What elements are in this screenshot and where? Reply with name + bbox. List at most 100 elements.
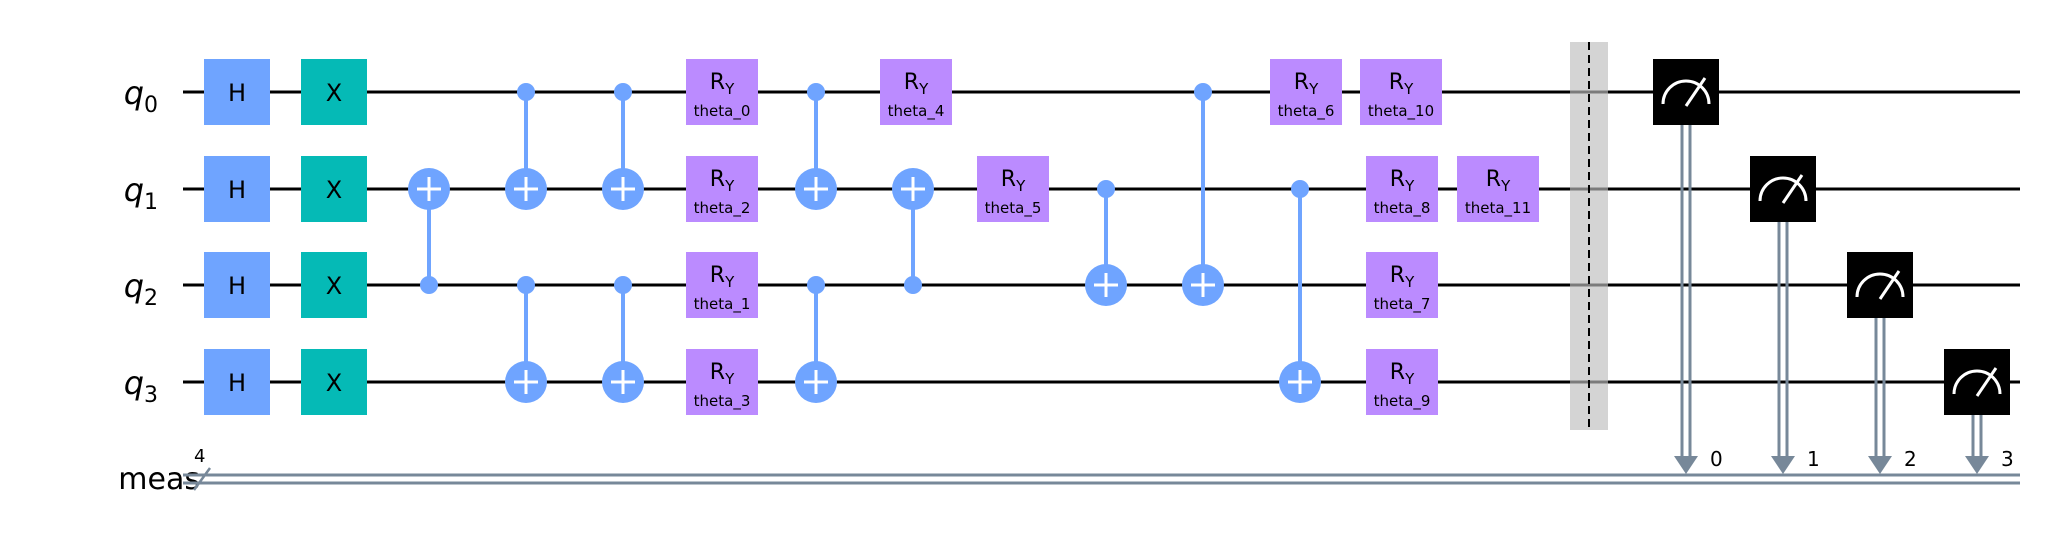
- ry-label: RY: [1390, 167, 1415, 195]
- control-dot: [1291, 180, 1309, 198]
- ry-gate-theta11: [1457, 156, 1539, 222]
- x-gate-q3: [301, 349, 367, 415]
- ry-gate-labels: RY theta_0 RY theta_2 RY theta_1 RY thet…: [694, 70, 1532, 411]
- h-gate-label: H: [228, 272, 246, 300]
- h-gate-q3: [204, 349, 270, 415]
- ry-label: RY: [1486, 167, 1511, 195]
- control-dot: [807, 83, 825, 101]
- cnot-gate: [1182, 83, 1224, 306]
- classical-bit-label: 0: [1710, 447, 1723, 471]
- x-gate-label: X: [326, 79, 342, 107]
- ry-label: RY: [710, 360, 735, 388]
- ry-label: RY: [904, 70, 929, 98]
- ry-label: RY: [710, 167, 735, 195]
- qubit-label-q2: q2: [124, 267, 158, 311]
- pauli-x-gates: [301, 59, 367, 415]
- control-dot: [807, 276, 825, 294]
- control-dot: [1194, 83, 1212, 101]
- ry-gates: [686, 59, 1539, 415]
- h-gate-label: H: [228, 176, 246, 204]
- x-gate-label: X: [326, 272, 342, 300]
- ry-param: theta_3: [694, 392, 751, 411]
- cnot-gate: [505, 83, 547, 210]
- ry-gate-theta10: [1360, 59, 1442, 125]
- h-gate-q1: [204, 156, 270, 222]
- ry-param: theta_9: [1374, 392, 1431, 411]
- cnot-gate: [795, 276, 837, 403]
- qubit-wires: [183, 90, 2020, 384]
- x-gate-label: X: [326, 369, 342, 397]
- control-dot: [420, 276, 438, 294]
- classical-bit-labels: 0 1 2 3: [1710, 447, 2014, 471]
- ry-gate-theta7: [1366, 252, 1438, 318]
- ry-gate-theta2: [686, 156, 758, 222]
- ry-label: RY: [1001, 167, 1026, 195]
- control-dot: [614, 276, 632, 294]
- ry-param: theta_8: [1374, 199, 1431, 218]
- measure-gate-q3: [1944, 349, 2010, 474]
- ry-param: theta_6: [1278, 102, 1335, 121]
- control-dot: [517, 83, 535, 101]
- ry-gate-theta4: [880, 59, 952, 125]
- ry-gate-theta6: [1270, 59, 1342, 125]
- ry-param: theta_5: [985, 199, 1042, 218]
- h-gate-q0: [204, 59, 270, 125]
- measure-gate-q2: [1847, 252, 1913, 474]
- qubit-label-q0: q0: [124, 74, 158, 118]
- ry-gate-theta9: [1366, 349, 1438, 415]
- barrier: [1570, 42, 1608, 430]
- ry-gate-theta1: [686, 252, 758, 318]
- classical-bit-label: 2: [1904, 447, 1917, 471]
- ry-param: theta_10: [1368, 102, 1434, 121]
- hadamard-gates: [204, 59, 270, 415]
- cnot-gate: [408, 168, 450, 294]
- cnot-gate: [602, 276, 644, 403]
- control-dot: [1097, 180, 1115, 198]
- h-gate-q2: [204, 252, 270, 318]
- measure-gate-q0: [1653, 59, 1719, 474]
- ry-param: theta_2: [694, 199, 751, 218]
- classical-wire: [183, 473, 2020, 485]
- cnot-gate: [892, 168, 934, 294]
- x-gate-label: X: [326, 176, 342, 204]
- qubit-labels: q0 q1 q2 q3: [124, 74, 158, 408]
- qubit-label-q3: q3: [124, 364, 158, 408]
- classical-bus-slash: [192, 467, 212, 491]
- ry-label: RY: [1390, 360, 1415, 388]
- measurements: [1653, 59, 2010, 474]
- ry-param: theta_7: [1374, 295, 1431, 314]
- ry-label: RY: [1294, 70, 1319, 98]
- ry-param: theta_4: [888, 102, 945, 121]
- control-dot: [904, 276, 922, 294]
- ry-param: theta_0: [694, 102, 751, 121]
- h-gate-label: H: [228, 369, 246, 397]
- control-dot: [517, 276, 535, 294]
- ry-gate-theta8: [1366, 156, 1438, 222]
- x-gate-q1: [301, 156, 367, 222]
- cnot-gate: [1279, 180, 1321, 403]
- ry-param: theta_11: [1465, 199, 1531, 218]
- cnot-gate: [505, 276, 547, 403]
- classical-bit-label: 3: [2001, 447, 2014, 471]
- classical-register-label: meas: [118, 462, 200, 497]
- classical-bit-label: 1: [1807, 447, 1820, 471]
- qubit-label-q1: q1: [124, 171, 158, 215]
- cnot-gate: [602, 83, 644, 210]
- classical-register-size: 4: [194, 446, 205, 467]
- cnot-gate: [795, 83, 837, 210]
- ry-param: theta_1: [694, 295, 751, 314]
- h-gate-label: H: [228, 79, 246, 107]
- ry-gate-theta5: [977, 156, 1049, 222]
- cnot-gates: [408, 83, 1321, 403]
- cnot-gate: [1085, 180, 1127, 306]
- measure-gate-q1: [1750, 156, 1816, 474]
- ry-label: RY: [1389, 70, 1414, 98]
- ry-gate-theta3: [686, 349, 758, 415]
- x-gate-q2: [301, 252, 367, 318]
- ry-gate-theta0: [686, 59, 758, 125]
- control-dot: [614, 83, 632, 101]
- ry-label: RY: [1390, 263, 1415, 291]
- ry-label: RY: [710, 70, 735, 98]
- ry-label: RY: [710, 263, 735, 291]
